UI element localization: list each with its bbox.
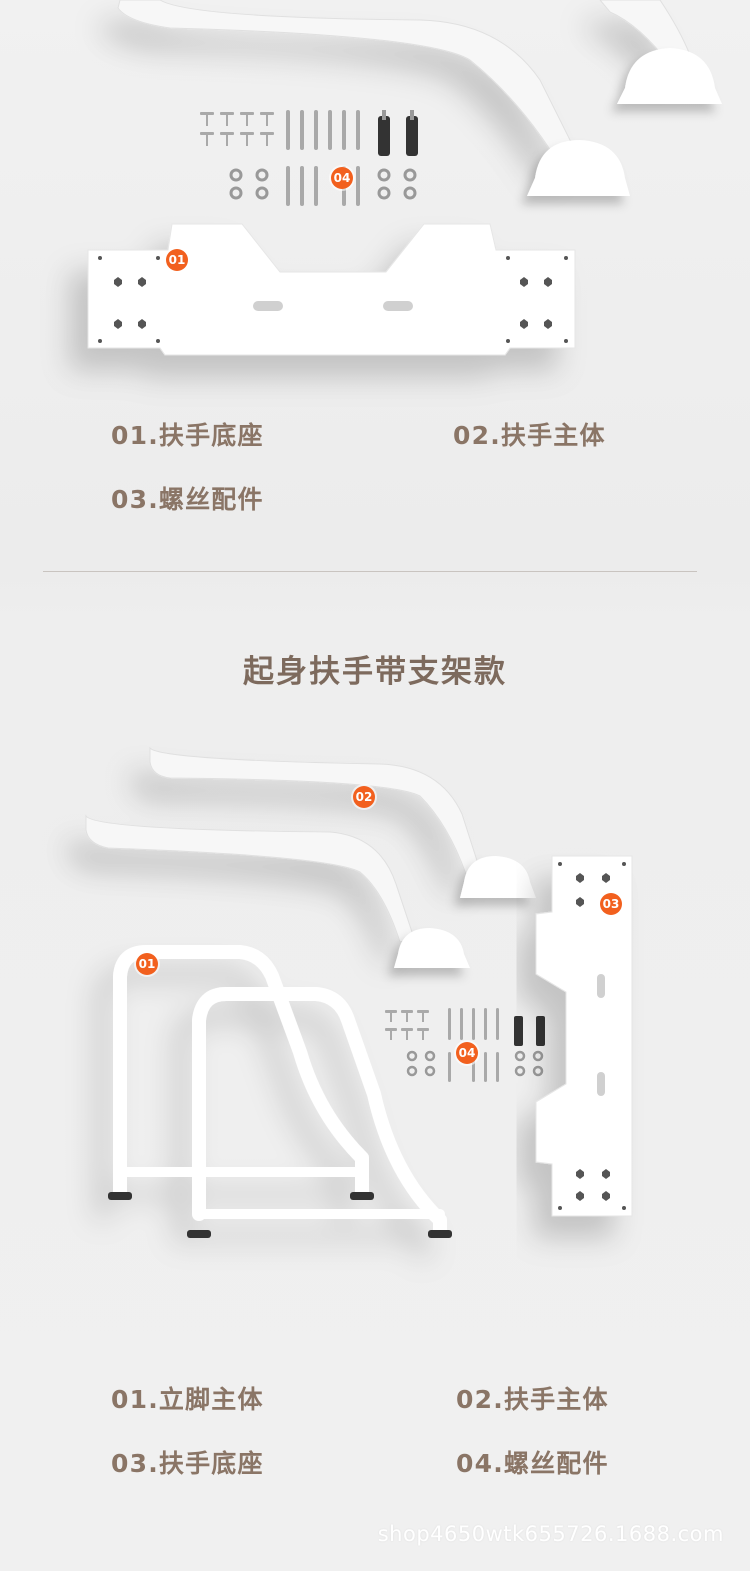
caption-stand-part-03: 03.扶手底座 bbox=[111, 1449, 264, 1478]
armrest-base-plate bbox=[87, 223, 576, 356]
stand-frame bbox=[113, 945, 447, 1237]
part-badge-01: 01 bbox=[166, 249, 188, 271]
section-armrest-with-stand: 起身扶手带支架款 bbox=[0, 574, 750, 1571]
part-badge-04: 04 bbox=[456, 1042, 478, 1064]
part-badge-04: 04 bbox=[331, 167, 353, 189]
screw-set-2 bbox=[385, 1008, 545, 1082]
section-armrest-parts: 04 01 01.扶手底座 02.扶手主体 03.螺丝配件 bbox=[0, 0, 750, 570]
stand-feet bbox=[108, 1192, 452, 1238]
screw-set-1 bbox=[200, 110, 418, 206]
wall-mount-caps-2 bbox=[394, 856, 536, 968]
caption-stand-part-02: 02.扶手主体 bbox=[456, 1385, 609, 1414]
shop-watermark: shop4650wtk655726.1688.com bbox=[377, 1522, 724, 1546]
armrest-base-plate-2 bbox=[535, 855, 633, 1217]
armrest-parts-illustration bbox=[87, 0, 722, 356]
part-badge-02: 02 bbox=[353, 786, 375, 808]
part-badge-01: 01 bbox=[136, 953, 158, 975]
caption-part-02: 02.扶手主体 bbox=[453, 421, 606, 450]
part-badge-03: 03 bbox=[600, 893, 622, 915]
section-divider bbox=[43, 571, 697, 572]
caption-part-01: 01.扶手底座 bbox=[111, 421, 264, 450]
caption-stand-part-04: 04.螺丝配件 bbox=[456, 1449, 609, 1478]
armrest-body-rails bbox=[117, 0, 691, 166]
caption-stand-part-01: 01.立脚主体 bbox=[111, 1385, 264, 1414]
stand-parts-illustration bbox=[85, 746, 633, 1238]
wall-mount-caps bbox=[527, 48, 722, 196]
caption-part-03: 03.螺丝配件 bbox=[111, 485, 264, 514]
section-title: 起身扶手带支架款 bbox=[243, 654, 507, 690]
armrest-body-rails-2 bbox=[85, 746, 481, 943]
